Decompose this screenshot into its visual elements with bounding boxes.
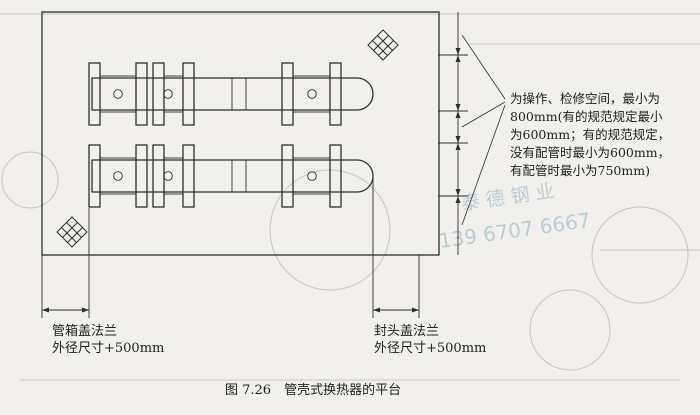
ladder-hatch-top-right (367, 29, 399, 61)
ladder-hatch-bottom-left (56, 216, 88, 248)
channel-cover-label: 管箱盖法兰 外径尺寸+500mm (52, 323, 164, 356)
note-line-5: 有配管时最小为750mm) (510, 163, 650, 178)
note-line-1: 为操作、检修空间，最小为 (510, 91, 660, 106)
leader-lines (461, 34, 506, 226)
background-bleed (0, 13, 700, 381)
watermark: 泰 德 钢 业 139 6707 6667 (437, 180, 592, 253)
flange-pair-1-lower (88, 144, 148, 208)
vertical-dimension (438, 12, 506, 255)
channel-cover-size-label: 外径尺寸+500mm (52, 341, 164, 356)
flange-pair-3-lower (281, 144, 342, 208)
channel-cover-flange-label: 管箱盖法兰 (52, 323, 117, 339)
flange-pair-2-lower (152, 144, 195, 208)
exchanger-lower (88, 144, 374, 208)
head-cover-size-label: 外径尺寸+500mm (374, 341, 486, 356)
watermark-name: 泰 德 钢 业 (460, 180, 556, 215)
note-line-3: 为600mm；有的规范规定， (510, 127, 670, 142)
note-line-4: 没有配管时最小为600mm， (510, 145, 670, 160)
note-line-2: 800mm(有的规范规定最小 (510, 109, 663, 124)
shell-body-lower (91, 159, 374, 193)
shell-body-upper (91, 77, 374, 111)
flange-pair-1-upper (88, 62, 148, 126)
horizontal-dimensions (41, 178, 420, 318)
exchanger-upper (88, 62, 374, 126)
watermark-phone: 139 6707 6667 (437, 208, 592, 253)
flange-pair-2-upper (152, 62, 195, 126)
flange-pair-3-upper (281, 62, 342, 126)
figure-caption: 图 7.26 管壳式换热器的平台 (225, 382, 401, 398)
platform-outline (41, 11, 440, 256)
note-text: 为操作、检修空间，最小为 800mm(有的规范规定最小 为600mm；有的规范规… (510, 91, 670, 178)
head-cover-label: 封头盖法兰 外径尺寸+500mm (374, 324, 486, 356)
head-cover-flange-label: 封头盖法兰 (374, 324, 439, 339)
